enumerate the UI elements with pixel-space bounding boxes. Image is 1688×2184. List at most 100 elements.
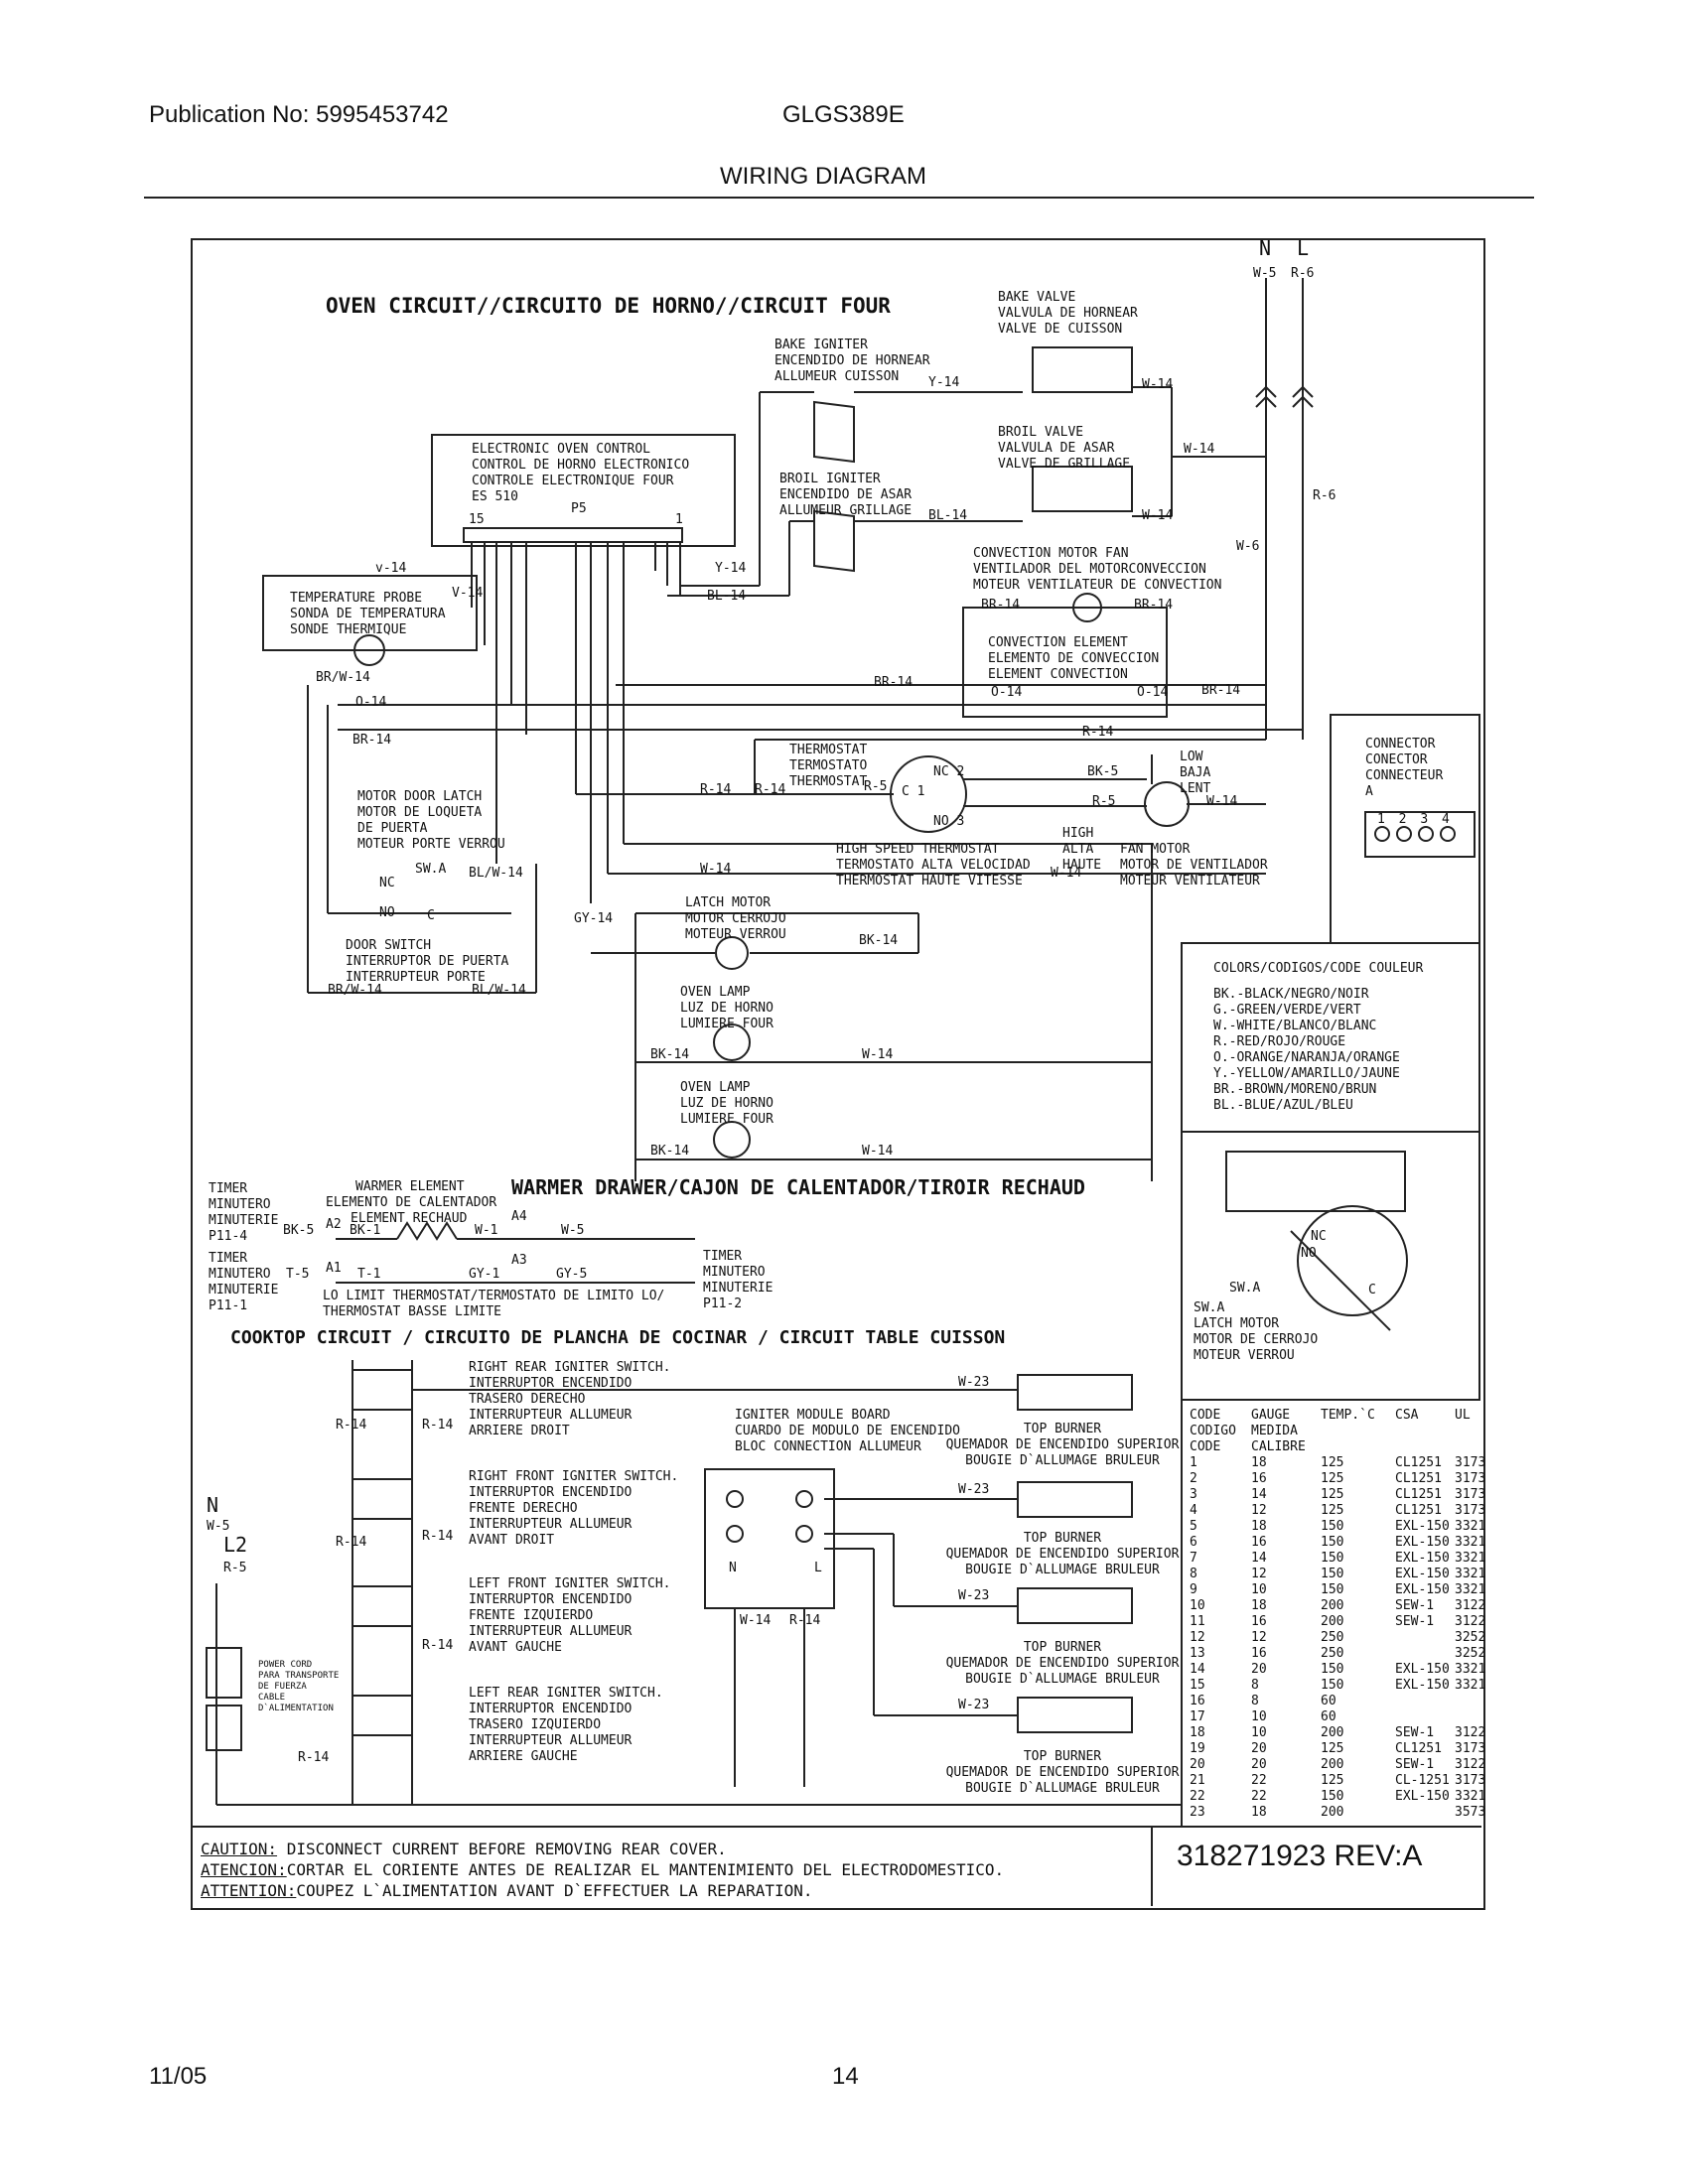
diagram-frame xyxy=(191,238,1485,1910)
table-cell: EXL-150 xyxy=(1395,1789,1450,1804)
table-cell: 1 xyxy=(1190,1455,1197,1470)
wire-label: R-14 xyxy=(789,1613,821,1628)
table-cell: 20 xyxy=(1251,1757,1267,1772)
latch-nc: NC xyxy=(1311,1229,1327,1244)
table-cell: 200 xyxy=(1321,1598,1344,1613)
wire-label: BL/W-14 xyxy=(472,983,526,998)
table-cell: 16 xyxy=(1251,1535,1267,1550)
wire-label: W-23 xyxy=(958,1375,990,1390)
table-cell: 22 xyxy=(1190,1789,1205,1804)
wire-label: W-5 xyxy=(561,1223,585,1238)
table-cell: 3122 xyxy=(1455,1757,1486,1772)
table-cell: 3321 xyxy=(1455,1519,1486,1534)
table-cell: 3122 xyxy=(1455,1598,1486,1613)
table-cell: 150 xyxy=(1321,1582,1344,1597)
table-cell: 150 xyxy=(1321,1535,1344,1550)
wire-label: BR-14 xyxy=(1134,598,1174,613)
wire-label: T-5 xyxy=(286,1267,310,1282)
table-cell: 250 xyxy=(1321,1646,1344,1661)
table-cell: 9 xyxy=(1190,1582,1197,1597)
table-cell xyxy=(1455,1694,1484,1709)
table-cell: 12 xyxy=(1190,1630,1205,1645)
warmer-title: WARMER DRAWER/CAJON DE CALENTADOR/TIROIR… xyxy=(511,1175,1085,1199)
table-cell: 18 xyxy=(1251,1805,1267,1820)
table-cell: 7 xyxy=(1190,1551,1197,1566)
table-cell: 23 xyxy=(1190,1805,1205,1820)
table-cell: 3 xyxy=(1190,1487,1197,1502)
table-cell: 18 xyxy=(1251,1598,1267,1613)
footer-page: 14 xyxy=(832,2063,859,2090)
wire-label: BR-14 xyxy=(1201,683,1241,698)
table-cell: 21 xyxy=(1190,1773,1205,1788)
switch-1-label: RIGHT REAR IGNITER SWITCH.INTERRUPTOR EN… xyxy=(469,1360,671,1438)
wire-label: BR-14 xyxy=(352,733,392,748)
table-cell: SEW-1 xyxy=(1395,1614,1435,1629)
table-cell xyxy=(1455,1709,1484,1725)
oven-circuit-title: OVEN CIRCUIT//CIRCUITO DE HORNO//CIRCUIT… xyxy=(326,294,891,318)
wire-label: Y-14 xyxy=(928,375,960,390)
footer-date: 11/05 xyxy=(149,2063,208,2090)
table-cell xyxy=(1395,1646,1455,1662)
table-cell xyxy=(1395,1694,1455,1709)
wire-label: W-23 xyxy=(958,1482,990,1497)
table-cell: 10 xyxy=(1251,1709,1267,1724)
wire-label: W-14 xyxy=(862,1144,894,1159)
table-cell: 16 xyxy=(1251,1646,1267,1661)
table-cell: EXL-150 xyxy=(1395,1567,1450,1581)
wire-label: W-14 xyxy=(700,862,732,877)
table-cell: 3321 xyxy=(1455,1662,1486,1677)
wire-label: GY-14 xyxy=(574,911,614,926)
table-cell: EXL-150 xyxy=(1395,1535,1450,1550)
table-cell: 16 xyxy=(1251,1614,1267,1629)
wire-label: W-6 xyxy=(1236,539,1260,554)
wire-label: V-14 xyxy=(452,586,484,601)
table-cell: 11 xyxy=(1190,1614,1205,1629)
switch-2-label: RIGHT FRONT IGNITER SWITCH.INTERRUPTOR E… xyxy=(469,1469,679,1548)
table-cell: 3321 xyxy=(1455,1678,1486,1693)
table-cell xyxy=(1395,1630,1455,1646)
table-cell: CL1251 xyxy=(1395,1741,1442,1756)
table-cell: 15 xyxy=(1190,1678,1205,1693)
table-cell: EXL-150 xyxy=(1395,1519,1450,1534)
table-cell: 150 xyxy=(1321,1551,1344,1566)
table-cell: 16 xyxy=(1251,1471,1267,1486)
wire-label: W-14 xyxy=(862,1047,894,1062)
wire-label: BK-5 xyxy=(1087,764,1119,779)
table-cell: 20 xyxy=(1251,1662,1267,1677)
table-cell: 10 xyxy=(1251,1725,1267,1740)
caution-block: CAUTION: DISCONNECT CURRENT BEFORE REMOV… xyxy=(201,1840,1005,1900)
table-cell xyxy=(1395,1709,1455,1725)
table-cell: SEW-1 xyxy=(1395,1757,1435,1772)
cooktop-title: COOKTOP CIRCUIT / CIRCUITO DE PLANCHA DE… xyxy=(230,1327,1006,1348)
module-l: L xyxy=(814,1561,822,1575)
wire-label: BR-14 xyxy=(874,675,914,690)
table-cell: 200 xyxy=(1321,1614,1344,1629)
table-cell: 200 xyxy=(1321,1725,1344,1740)
table-cell: 150 xyxy=(1321,1789,1344,1804)
table-cell: 10 xyxy=(1251,1582,1267,1597)
table-cell: 17 xyxy=(1190,1709,1205,1724)
switch-3-label: LEFT FRONT IGNITER SWITCH.INTERRUPTOR EN… xyxy=(469,1576,671,1655)
pin15-label: 15 xyxy=(469,512,485,527)
wire-label: R-14 xyxy=(422,1638,454,1653)
